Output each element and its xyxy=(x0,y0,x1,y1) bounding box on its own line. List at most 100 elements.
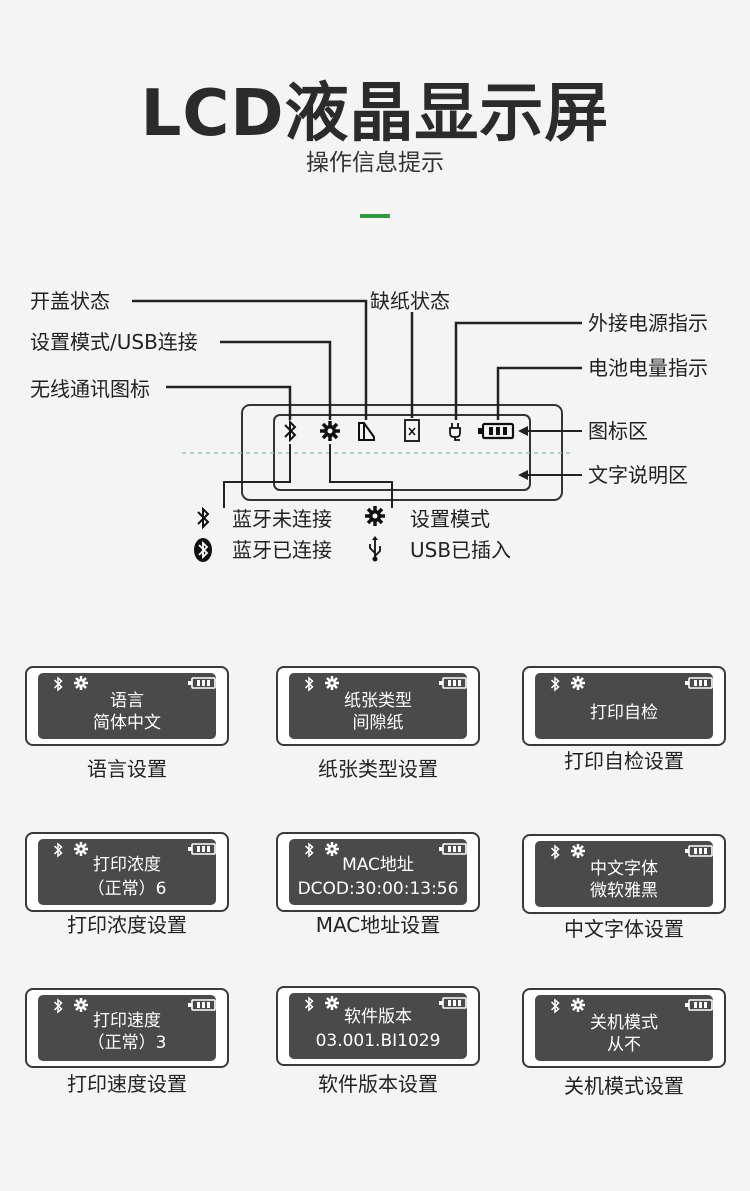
legend-bt-connected: 蓝牙已连接 xyxy=(232,538,332,562)
battery-icon xyxy=(188,843,216,855)
gear-icon xyxy=(320,421,340,441)
paper-out-icon xyxy=(404,419,420,442)
screen-panel: 软件版本 03.001.BI1029 xyxy=(276,986,480,1066)
gear-icon xyxy=(74,676,88,690)
gear-icon xyxy=(571,676,585,690)
line-battery xyxy=(496,366,582,420)
page-title: LCD液晶显示屏 xyxy=(140,77,610,151)
bluetooth-icon xyxy=(284,419,297,443)
lcd-screen xyxy=(535,995,713,1061)
screen-caption: 打印浓度设置 xyxy=(67,913,187,937)
usb-icon xyxy=(369,536,381,562)
battery-icon xyxy=(188,999,216,1011)
power-plug-icon xyxy=(449,423,461,441)
screen-status-icons xyxy=(304,676,339,692)
label-paper-out: 缺纸状态 xyxy=(370,289,450,313)
battery-icon xyxy=(188,677,216,689)
cover-open-icon xyxy=(358,422,375,441)
screen-panel: 中文字体 微软雅黑 xyxy=(522,834,726,914)
accent-divider xyxy=(360,214,390,218)
battery-icon xyxy=(685,999,713,1011)
label-cover-status: 开盖状态 xyxy=(30,289,110,313)
bluetooth-icon xyxy=(304,996,314,1012)
label-setting-usb: 设置模式/USB连接 xyxy=(30,330,198,354)
screen-panel: 打印浓度 （正常）6 xyxy=(25,832,229,912)
bluetooth-connected-icon xyxy=(194,538,212,562)
leader-lines xyxy=(132,299,582,562)
screen-line-2: 从不 xyxy=(607,1035,641,1055)
screen-panel: 纸张类型 间隙纸 xyxy=(276,666,480,746)
label-battery: 电池电量指示 xyxy=(588,356,708,380)
bluetooth-icon xyxy=(550,998,560,1014)
screen-panel: 打印速度 （正常）3 xyxy=(25,988,229,1068)
screen-line-1: 软件版本 xyxy=(344,1007,412,1027)
screen-line-1: 打印浓度 xyxy=(93,855,161,875)
screen-status-icons xyxy=(550,844,585,860)
screen-status-icons xyxy=(304,996,339,1012)
screen-panel: 打印自检 xyxy=(522,666,726,746)
bluetooth-icon xyxy=(197,506,210,530)
screen-panel: 关机模式 从不 xyxy=(522,988,726,1068)
bracket-bluetooth xyxy=(223,444,291,508)
bluetooth-icon xyxy=(550,844,560,860)
screen-line-1: 纸张类型 xyxy=(344,691,412,711)
gear-icon xyxy=(365,506,385,526)
gear-icon xyxy=(571,844,585,858)
screen-line-2: 03.001.BI1029 xyxy=(315,1031,441,1051)
gear-icon xyxy=(74,998,88,1012)
screen-status-icons xyxy=(304,842,339,858)
line-power xyxy=(454,321,582,420)
bluetooth-icon xyxy=(304,676,314,692)
screen-line-1: 语言 xyxy=(110,691,144,711)
lcd-screen xyxy=(535,841,713,907)
lcd-screen xyxy=(289,673,467,739)
screen-status-icons xyxy=(53,842,88,858)
screen-caption: 纸张类型设置 xyxy=(318,757,438,781)
screen-line-2: DCOD:30:00:13:56 xyxy=(297,879,459,899)
bluetooth-icon xyxy=(304,842,314,858)
lcd-screen xyxy=(38,673,216,739)
screen-line-2: （正常）6 xyxy=(87,879,167,899)
bluetooth-icon xyxy=(53,998,63,1014)
screen-caption: MAC地址设置 xyxy=(315,913,441,937)
screen-panel: MAC地址 DCOD:30:00:13:56 xyxy=(276,832,480,912)
screen-caption: 打印自检设置 xyxy=(564,749,684,773)
lcd-screen xyxy=(38,995,216,1061)
screen-line-2: 简体中文 xyxy=(93,713,161,733)
lcd-screen xyxy=(535,673,713,739)
gear-icon xyxy=(325,842,339,856)
screen-line-2: 微软雅黑 xyxy=(590,881,658,901)
screen-status-icons xyxy=(550,998,585,1014)
bluetooth-icon xyxy=(53,842,63,858)
legend-bt-disconnected: 蓝牙未连接 xyxy=(232,507,332,531)
label-wireless: 无线通讯图标 xyxy=(30,377,150,401)
battery-icon xyxy=(685,845,713,857)
lcd-screen xyxy=(289,993,467,1059)
battery-icon xyxy=(478,422,515,440)
bluetooth-icon xyxy=(53,676,63,692)
legend-usb-inserted: USB已插入 xyxy=(410,538,512,562)
lcd-screen xyxy=(289,839,467,905)
legend-setting-mode: 设置模式 xyxy=(410,507,490,531)
screen-line-1: MAC地址 xyxy=(342,855,414,875)
line-setting xyxy=(220,340,332,420)
screen-line-2: 间隙纸 xyxy=(352,713,404,733)
screen-status-icons xyxy=(53,998,88,1014)
screen-line-1: 中文字体 xyxy=(590,859,658,879)
bracket-setting xyxy=(329,444,393,508)
screen-status-icons xyxy=(53,676,88,692)
line-wireless xyxy=(166,385,292,420)
gear-icon xyxy=(571,998,585,1012)
line-cover xyxy=(132,299,368,420)
gear-icon xyxy=(325,676,339,690)
lcd-screen xyxy=(38,839,216,905)
battery-icon xyxy=(685,677,713,689)
battery-icon xyxy=(439,843,467,855)
battery-icon xyxy=(439,677,467,689)
screen-line-2: （正常）3 xyxy=(87,1033,167,1053)
screen-caption: 打印速度设置 xyxy=(67,1072,187,1096)
screen-caption: 语言设置 xyxy=(87,757,167,781)
screen-caption: 关机模式设置 xyxy=(564,1074,684,1098)
label-icon-area: 图标区 xyxy=(588,419,648,443)
gear-icon xyxy=(74,842,88,856)
